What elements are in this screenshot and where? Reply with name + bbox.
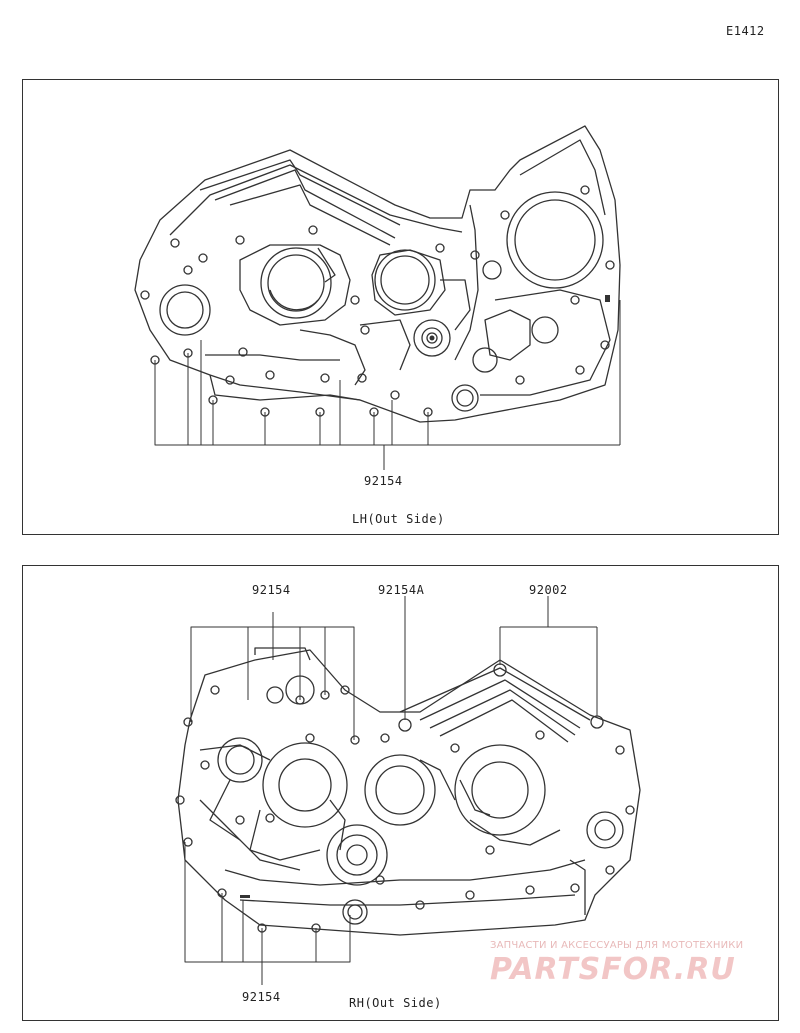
watermark-tagline: ЗАПЧАСТИ И АКСЕССУАРЫ ДЛЯ МОТОТЕХНИКИ xyxy=(490,940,744,951)
rh-callout-92002: 92002 xyxy=(529,583,568,597)
lh-callout-92154: 92154 xyxy=(364,474,403,488)
rh-leaders xyxy=(184,596,598,985)
rh-bolts xyxy=(175,663,635,933)
page-code: E1412 xyxy=(726,24,765,38)
rh-case-outline xyxy=(177,649,641,936)
rh-caption: RH(Out Side) xyxy=(349,996,442,1010)
rh-callout-92154-bottom: 92154 xyxy=(242,990,281,1004)
rh-callout-92154-top: 92154 xyxy=(252,583,291,597)
lh-case-outline xyxy=(134,125,621,423)
watermark-logo: PARTSFOR.RU xyxy=(490,952,736,987)
rh-callout-92154A: 92154A xyxy=(378,583,425,597)
panel-lh xyxy=(22,79,779,535)
lh-leaders xyxy=(154,300,621,470)
lh-caption: LH(Out Side) xyxy=(352,512,445,526)
panel-rh xyxy=(22,565,779,1021)
